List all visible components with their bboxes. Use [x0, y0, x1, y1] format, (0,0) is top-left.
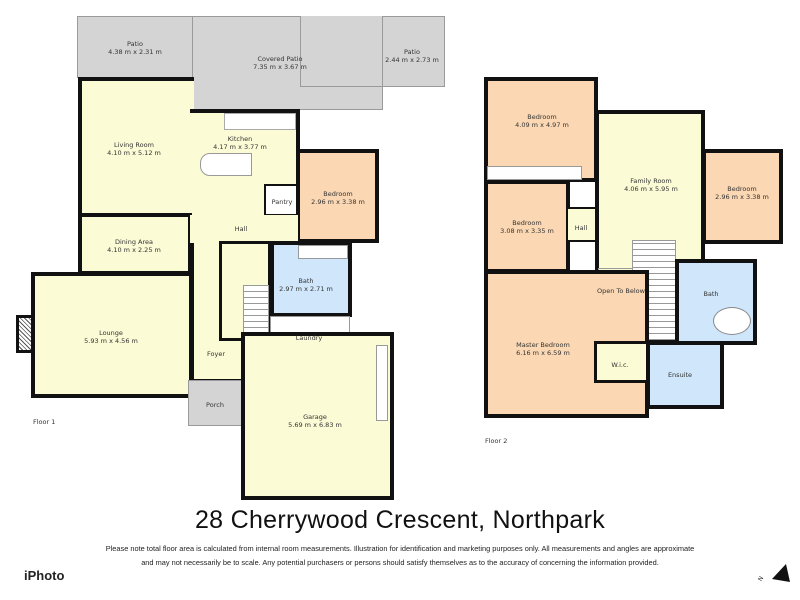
fireplace	[16, 315, 34, 353]
garage	[241, 332, 394, 500]
north-arrow-icon: N	[757, 562, 790, 588]
hall-f1	[190, 215, 298, 245]
disclaimer-line-2: and may not necessarily be to scale. Any…	[141, 558, 659, 567]
label-wic: W.i.c.	[611, 361, 629, 369]
stairs-f1[interactable]	[243, 285, 269, 340]
closet-top	[487, 166, 582, 180]
label-porch: Porch	[206, 401, 224, 409]
bedroom-right	[702, 149, 783, 244]
label-laundry: Laundry	[295, 334, 323, 342]
kitchen-counter	[224, 113, 296, 130]
label-bath-f2: Bath	[703, 290, 719, 298]
bath-vanity	[298, 245, 348, 259]
ensuite	[646, 341, 724, 409]
label-foyer: Foyer	[206, 350, 226, 358]
property-address-title: 28 Cherrywood Crescent, Northpark	[194, 506, 606, 534]
pantry	[264, 184, 300, 216]
label-pantry: Pantry	[271, 198, 293, 206]
floor-1-label: Floor 1	[33, 418, 56, 426]
patio-left	[77, 16, 193, 78]
floor-2-label: Floor 2	[485, 437, 508, 445]
covered-patio-ext	[300, 16, 383, 87]
label-ensuite: Ensuite	[667, 371, 693, 379]
label-hall-f2: Hall	[574, 224, 588, 232]
patio-right	[382, 16, 445, 87]
kitchen-island	[200, 153, 252, 176]
bath-f2	[675, 259, 757, 345]
lounge	[31, 272, 193, 398]
brand-logo: iPhoto	[24, 568, 65, 583]
garage-bench	[376, 345, 388, 421]
north-letter: N	[758, 575, 765, 582]
bathtub	[713, 307, 751, 335]
label-hall-f1: Hall	[234, 225, 248, 233]
disclaimer-line-1: Please note total floor area is calculat…	[105, 544, 695, 553]
porch	[188, 380, 242, 426]
bedroom-top	[484, 77, 598, 182]
label-open-to-below: Open To Below	[597, 287, 645, 295]
